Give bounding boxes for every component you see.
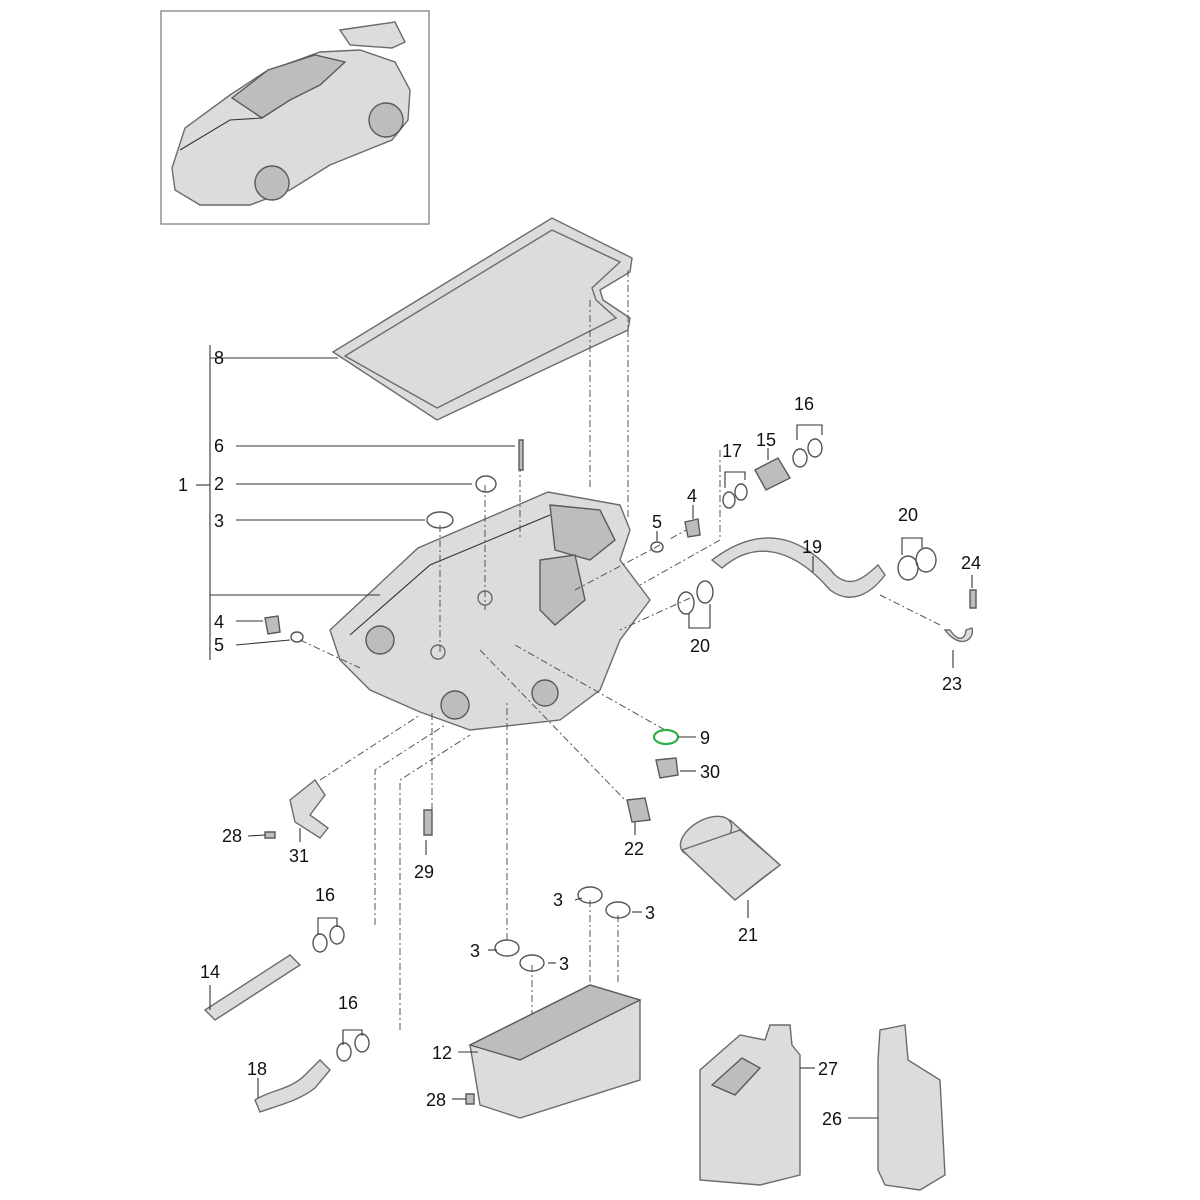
car-rear-wheel	[368, 102, 404, 138]
bolt-24	[969, 589, 977, 609]
oil-containers	[699, 1024, 946, 1191]
callout-labels: 1 8 6 2 3 4 5 4 5 17 15 16 19 20 20 24 2…	[178, 348, 981, 1129]
callout-14: 14	[200, 962, 220, 982]
callout-27: 27	[818, 1059, 838, 1079]
bolt-28-lower	[465, 1093, 475, 1105]
seal-9	[652, 728, 680, 746]
plug-4-left	[264, 615, 281, 635]
callout-4-left: 4	[214, 612, 224, 632]
bolt-28-left	[264, 831, 276, 839]
callout-21: 21	[738, 925, 758, 945]
o-ring-3-pan	[426, 511, 454, 529]
o-ring-2	[475, 475, 497, 493]
callout-3-left: 3	[470, 941, 480, 961]
car-front-wheel	[254, 165, 290, 201]
bolt-29	[423, 809, 433, 836]
callout-22: 22	[624, 839, 644, 859]
callout-24: 24	[961, 553, 981, 573]
vehicle-thumbnail	[160, 10, 430, 225]
sensor-22	[626, 797, 651, 823]
car-spoiler	[338, 21, 406, 49]
callout-31: 31	[289, 846, 309, 866]
assembly-lines	[299, 270, 941, 1030]
oil-pan-gasket	[331, 217, 633, 421]
oil-cooler-12	[468, 886, 642, 1119]
car-body	[171, 49, 411, 206]
oil-pan-housing	[329, 491, 651, 731]
callout-17: 17	[722, 441, 742, 461]
callout-16-top: 16	[794, 394, 814, 414]
oil-pipe-18	[254, 1033, 370, 1113]
callout-2: 2	[214, 474, 224, 494]
callout-20-right: 20	[898, 505, 918, 525]
oil-can-27	[699, 1024, 801, 1186]
o-ring-5-left	[290, 631, 304, 643]
callout-18: 18	[247, 1059, 267, 1079]
sensor-31	[289, 778, 330, 839]
oil-hose-19	[677, 537, 974, 643]
callout-16-mid: 16	[315, 885, 335, 905]
clamp-23	[943, 627, 974, 643]
callout-28-left: 28	[222, 826, 242, 846]
callout-19: 19	[802, 537, 822, 557]
callout-26: 26	[822, 1109, 842, 1129]
callout-20-left: 20	[690, 636, 710, 656]
car-roof	[230, 54, 347, 119]
callout-5-left: 5	[214, 635, 224, 655]
callout-30: 30	[700, 762, 720, 782]
callout-6: 6	[214, 436, 224, 456]
car-hood-line	[179, 117, 263, 151]
fitting-15	[754, 457, 791, 491]
callout-28-lower: 28	[426, 1090, 446, 1110]
bolt-6	[518, 439, 524, 471]
callout-4-right: 4	[687, 486, 697, 506]
callout-3-top: 3	[553, 890, 563, 910]
fitting-upper-assembly	[722, 438, 823, 509]
leader-lines	[196, 345, 973, 1119]
callout-23: 23	[942, 674, 962, 694]
callout-3-mid: 3	[559, 954, 569, 974]
callout-16-low: 16	[338, 993, 358, 1013]
oil-pipe-14	[203, 925, 345, 1021]
callout-1: 1	[178, 475, 188, 495]
drain-plug-30	[655, 757, 679, 779]
o-ring-5-right	[650, 541, 664, 553]
oil-filter-21	[679, 815, 782, 901]
callout-3-right: 3	[645, 903, 655, 923]
callout-15: 15	[756, 430, 776, 450]
small-parts	[264, 439, 977, 1105]
callout-5-right: 5	[652, 512, 662, 532]
callout-3-pan: 3	[214, 511, 224, 531]
callout-8: 8	[214, 348, 224, 368]
callout-12: 12	[432, 1043, 452, 1063]
plug-4-right	[684, 518, 701, 538]
callout-29: 29	[414, 862, 434, 882]
callout-9: 9	[700, 728, 710, 748]
oil-bottle-26	[877, 1024, 946, 1191]
